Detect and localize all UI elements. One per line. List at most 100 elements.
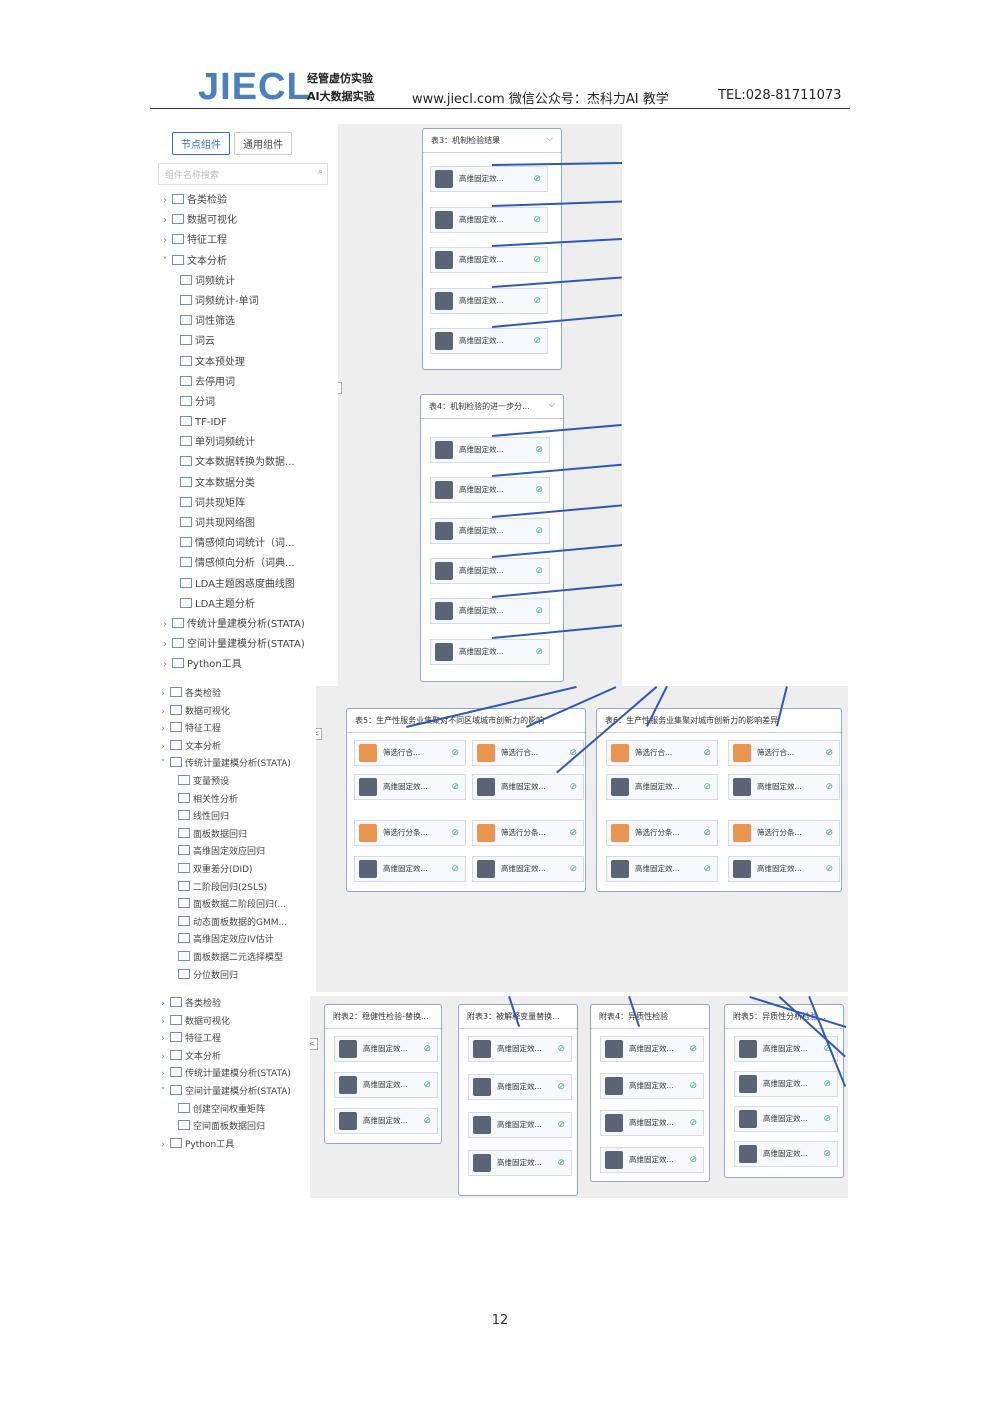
workflow-node[interactable]: 高维固定效...⊘	[430, 598, 550, 625]
tree-item[interactable]: 高维固定效应IV估计	[156, 932, 316, 950]
workflow-node[interactable]: 高维固定效...⊘	[728, 856, 840, 882]
tree-item[interactable]: LDA主题困惑度曲线图	[158, 575, 338, 595]
chevron-icon[interactable]: ›	[163, 618, 167, 630]
tree-item[interactable]: ›Python工具	[158, 655, 338, 675]
tree-item[interactable]: 创建空间权重矩阵	[156, 1102, 310, 1120]
chevron-icon[interactable]: ›	[163, 639, 167, 651]
workflow-node[interactable]: 筛选行合...⊘	[606, 740, 718, 766]
tree-item[interactable]: ›各类检验	[156, 686, 316, 704]
tree-item[interactable]: LDA主题分析	[158, 595, 338, 615]
tree-item[interactable]: 词共现网络图	[158, 514, 338, 534]
workflow-node[interactable]: 高维固定效...⊘	[606, 774, 718, 800]
workflow-node[interactable]: 高维固定效...⊘	[734, 1106, 838, 1132]
workflow-node[interactable]: 高维固定效...⊘	[430, 437, 550, 463]
chevron-icon[interactable]: ›	[161, 1016, 165, 1027]
tree-item[interactable]: ˅文本分析	[158, 252, 338, 272]
workflow-node[interactable]: 高维固定效...⊘	[430, 206, 548, 233]
workflow-node[interactable]: 高维固定效...⊘	[734, 1036, 838, 1062]
tree-item[interactable]: 二阶段回归(2SLS)	[156, 880, 316, 898]
tree-item[interactable]: 词频统计-单词	[158, 292, 338, 312]
tree-item[interactable]: 空间面板数据回归	[156, 1119, 310, 1137]
tree-item[interactable]: 面板数据二元选择模型	[156, 950, 316, 968]
tree-item[interactable]: 文本数据分类	[158, 474, 338, 494]
workflow-canvas-3[interactable]: < 附表2：稳健性检验-替换... 附表3：被解释变量替换... 附表4：异质性…	[310, 996, 848, 1198]
workflow-node[interactable]: 高维固定效...⊘	[734, 1071, 838, 1097]
workflow-canvas-1[interactable]: < 表3：机制检验结果 ⌵ 表4：机制检验的进一步分... ⌵ 高维固定效...…	[338, 124, 622, 686]
tree-item[interactable]: 双重差分(DID)	[156, 862, 316, 880]
workflow-node[interactable]: 高维固定效...⊘	[600, 1073, 704, 1099]
workflow-node[interactable]: 高维固定效...⊘	[430, 517, 550, 544]
chevron-down-icon[interactable]: ⌵	[548, 400, 555, 410]
tree-item[interactable]: 变量预设	[156, 774, 316, 792]
tree-item[interactable]: ›特征工程	[156, 1031, 310, 1049]
tree-item[interactable]: 词频统计	[158, 272, 338, 292]
tree-item[interactable]: 词性筛选	[158, 312, 338, 332]
chevron-icon[interactable]: ›	[163, 215, 167, 227]
tree-item[interactable]: ›传统计量建模分析(STATA)	[156, 1066, 310, 1084]
chevron-icon[interactable]: ›	[161, 1051, 165, 1062]
workflow-node[interactable]: 高维固定效...⊘	[468, 1150, 572, 1176]
workflow-node[interactable]: 高维固定效...⊘	[734, 1141, 838, 1167]
tree-item[interactable]: ›数据可视化	[156, 1014, 310, 1032]
chevron-icon[interactable]: ›	[163, 195, 167, 206]
tree-item[interactable]: 面板数据回归	[156, 827, 316, 845]
tree-item[interactable]: 高维固定效应回归	[156, 844, 316, 862]
workflow-node[interactable]: 高维固定效...⊘	[600, 1110, 704, 1136]
chevron-icon[interactable]: ˅	[162, 255, 168, 267]
tree-item[interactable]: 分词	[158, 393, 338, 413]
chevron-icon[interactable]: ›	[163, 659, 167, 671]
chevron-icon[interactable]: ˅	[160, 1086, 166, 1097]
tree-item[interactable]: ›文本分析	[156, 739, 316, 757]
workflow-node[interactable]: 高维固定效...⊘	[430, 638, 550, 665]
tree-item[interactable]: 动态面板数据的GMM...	[156, 915, 316, 933]
tree-item[interactable]: ›特征工程	[156, 721, 316, 739]
tree-item[interactable]: 文本数据转换为数据...	[158, 453, 338, 473]
tree-item[interactable]: 相关性分析	[156, 792, 316, 810]
tree-item[interactable]: ›文本分析	[156, 1049, 310, 1067]
workflow-node[interactable]: 高维固定效...⊘	[430, 247, 548, 273]
tree-item[interactable]: ›Python工具	[156, 1137, 310, 1155]
chevron-icon[interactable]: ›	[161, 741, 165, 752]
tree-item[interactable]: 去停用词	[158, 373, 338, 393]
component-search-input[interactable]: 组件名称搜索 ⌕	[158, 163, 328, 185]
tree-item[interactable]: ˅传统计量建模分析(STATA)	[156, 756, 316, 774]
chevron-icon[interactable]: ›	[161, 689, 165, 699]
tree-item[interactable]: 面板数据二阶段回归(...	[156, 897, 316, 915]
tree-item[interactable]: 词云	[158, 332, 338, 352]
workflow-node[interactable]: 高维固定效...⊘	[728, 774, 840, 800]
workflow-node[interactable]: 筛选行分条...⊘	[472, 820, 584, 846]
workflow-node[interactable]: 高维固定效...⊘	[468, 1074, 572, 1100]
workflow-node[interactable]: 高维固定效...⊘	[430, 477, 550, 504]
workflow-node[interactable]: 筛选行合...⊘	[472, 740, 584, 766]
workflow-node[interactable]: 高维固定效...⊘	[606, 856, 718, 882]
tree-item[interactable]: 情感倾向词统计（词...	[158, 534, 338, 554]
chevron-icon[interactable]: ›	[161, 1034, 165, 1045]
tree-item[interactable]: ›数据可视化	[158, 211, 338, 231]
tree-item[interactable]: ˅空间计量建模分析(STATA)	[156, 1084, 310, 1102]
chevron-down-icon[interactable]: ⌵	[546, 134, 553, 144]
tree-item[interactable]: ›特征工程	[158, 231, 338, 251]
workflow-node[interactable]: 筛选行分条...⊘	[354, 820, 466, 846]
workflow-node[interactable]: 筛选行合...⊘	[354, 740, 466, 766]
tree-item[interactable]: 单列词频统计	[158, 433, 338, 453]
workflow-canvas-2[interactable]: < 表5：生产性服务业集聚对不同区域城市创新力的影响 表6：生产性服务业集聚对城…	[316, 686, 848, 992]
workflow-node[interactable]: 高维固定效...⊘	[430, 328, 548, 354]
workflow-node[interactable]: 高维固定效...⊘	[468, 1036, 572, 1062]
workflow-node[interactable]: 高维固定效...⊘	[334, 1036, 438, 1062]
workflow-node[interactable]: 高维固定效...⊘	[600, 1147, 704, 1173]
tree-item[interactable]: ›各类检验	[158, 191, 338, 211]
chevron-icon[interactable]: ›	[161, 706, 165, 717]
workflow-node[interactable]: 高维固定效...⊘	[354, 774, 466, 800]
tree-item[interactable]: ›传统计量建模分析(STATA)	[158, 615, 338, 635]
tree-item[interactable]: ›空间计量建模分析(STATA)	[158, 635, 338, 655]
chevron-icon[interactable]: ›	[161, 1069, 165, 1080]
search-icon[interactable]: ⌕	[317, 167, 323, 177]
workflow-node[interactable]: 高维固定效...⊘	[430, 287, 548, 314]
chevron-icon[interactable]: ˅	[160, 759, 166, 770]
workflow-node[interactable]: 筛选行合...⊘	[728, 740, 840, 766]
tree-item[interactable]: TF-IDF	[158, 413, 338, 433]
workflow-node[interactable]: 高维固定效...⊘	[354, 856, 466, 882]
workflow-node[interactable]: 高维固定效...⊘	[468, 1112, 572, 1138]
workflow-node[interactable]: 高维固定效...⊘	[600, 1036, 704, 1062]
collapse-sidebar-button[interactable]: <	[338, 382, 342, 394]
